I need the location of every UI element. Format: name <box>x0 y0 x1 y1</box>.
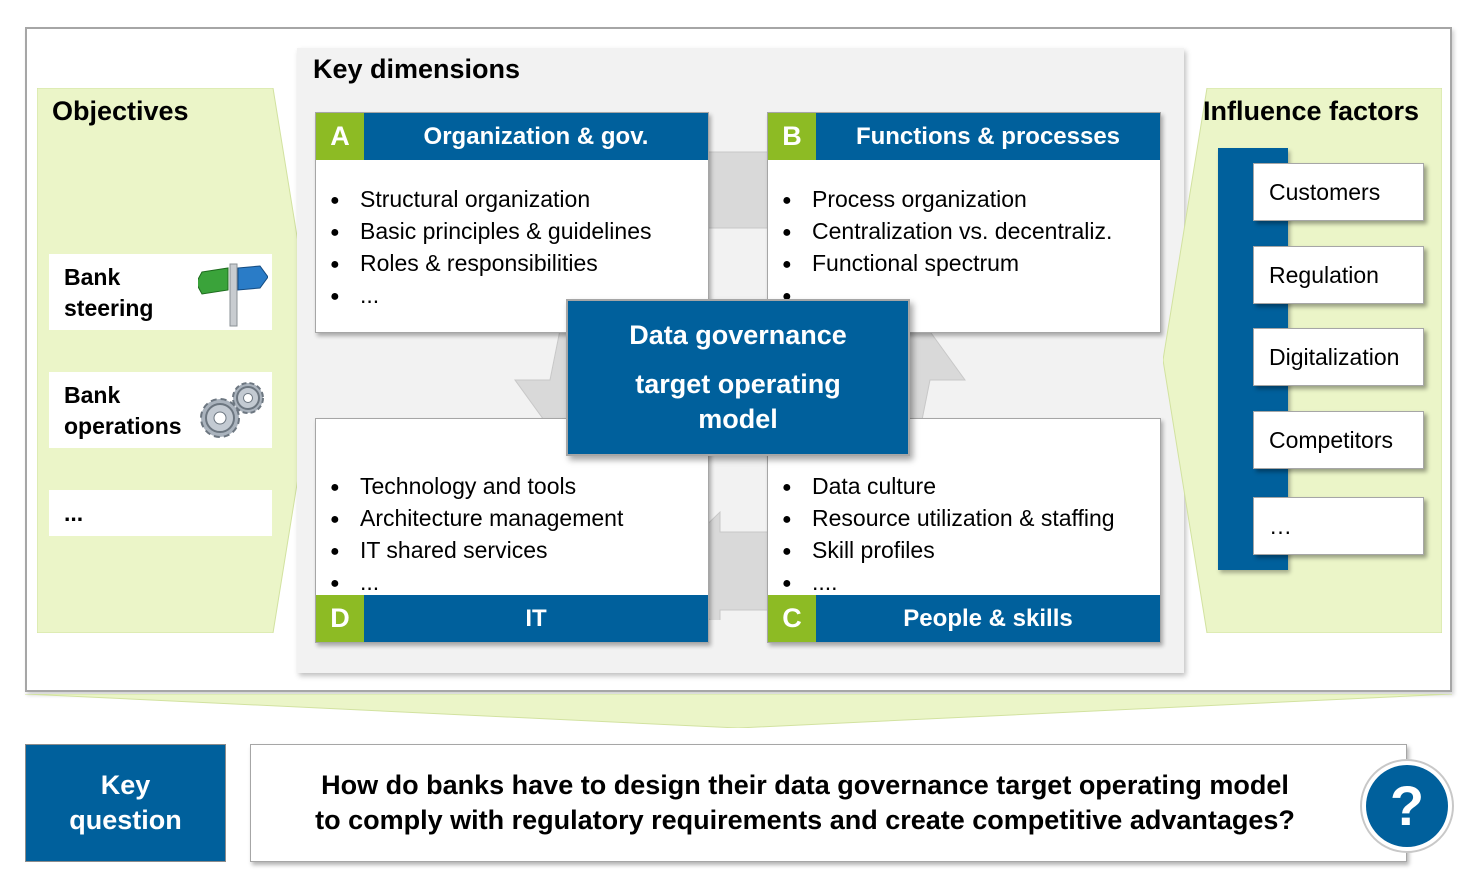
dimension-a-name: Organization & gov. <box>423 123 649 150</box>
key-question-label-line: question <box>69 805 182 835</box>
dimension-b-list: ●Process organization ●Centralization vs… <box>782 184 1112 312</box>
gears-icon <box>200 382 264 438</box>
influence-item-regulation: Regulation <box>1253 246 1424 304</box>
list-item: ●Architecture management <box>330 505 624 531</box>
dimension-c-list: ●Data culture ●Resource utilization & st… <box>782 471 1115 599</box>
objective-line: operations <box>64 413 182 439</box>
center-box: Data governance target operating model <box>566 299 910 456</box>
objective-bank-steering: Bank steering <box>49 254 272 330</box>
objective-line: Bank <box>64 382 121 408</box>
dimension-d-name: IT <box>525 605 547 632</box>
list-item: ●Centralization vs. decentraliz. <box>782 218 1113 244</box>
dimension-b-box: B Functions & processes ●Process organiz… <box>767 112 1161 333</box>
dimension-d-list: ●Technology and tools ●Architecture mana… <box>330 471 623 599</box>
objective-more: ... <box>49 490 272 536</box>
list-item: ●IT shared services <box>330 537 548 563</box>
question-line-2: to comply with regulatory requirements a… <box>315 805 1295 835</box>
dimension-c-letter: C <box>768 595 816 642</box>
objective-line: steering <box>64 295 154 321</box>
dimension-b-letter: B <box>768 113 816 160</box>
dimension-a-letter: A <box>316 113 364 160</box>
list-item: ●Resource utilization & staffing <box>782 505 1115 531</box>
influence-item-digitalization: Digitalization <box>1253 328 1424 386</box>
objective-line: Bank <box>64 264 121 290</box>
center-line-3: model <box>698 404 778 434</box>
chevron-down-shape <box>25 694 1452 728</box>
list-item: ●Data culture <box>782 473 937 499</box>
dimension-c-header: C People & skills <box>768 595 1160 642</box>
list-item: ●... <box>330 282 380 308</box>
dimension-a-box: A Organization & gov. ●Structural organi… <box>315 112 709 333</box>
dimension-c-box: ●Data culture ●Resource utilization & st… <box>767 418 1161 643</box>
objectives-title: Objectives <box>52 96 189 126</box>
svg-text:?: ? <box>1390 774 1424 837</box>
list-item: ●.... <box>782 569 838 595</box>
dimension-a-list: ●Structural organization ●Basic principl… <box>330 184 652 312</box>
key-question-label: Key question <box>25 744 226 862</box>
signpost-icon <box>198 263 268 327</box>
dimension-c-name: People & skills <box>903 605 1073 632</box>
dimension-d-header: D IT <box>316 595 708 642</box>
list-item: ●Process organization <box>782 186 1027 212</box>
objective-bank-operations: Bank operations <box>49 372 272 448</box>
objectives-panel <box>37 88 317 633</box>
key-question-label-line: Key <box>100 770 151 800</box>
question-mark-icon: ? <box>1360 759 1454 853</box>
list-item: ●... <box>330 569 380 595</box>
dimension-b-header: B Functions & processes <box>768 113 1160 160</box>
influence-item-competitors: Competitors <box>1253 411 1424 469</box>
dimension-d-box: ●Technology and tools ●Architecture mana… <box>315 418 709 643</box>
question-line-1: How do banks have to design their data g… <box>321 770 1289 800</box>
list-item: ●Technology and tools <box>330 473 577 499</box>
list-item: ●Basic principles & guidelines <box>330 218 652 244</box>
key-dimensions-title: Key dimensions <box>313 54 521 84</box>
influence-factors-title: Influence factors <box>1203 96 1420 126</box>
list-item: ●Roles & responsibilities <box>330 250 598 276</box>
list-item: ●Structural organization <box>330 186 591 212</box>
dimension-d-letter: D <box>316 595 364 642</box>
center-line-2: target operating <box>635 369 841 399</box>
center-line-1: Data governance <box>629 320 847 350</box>
dimension-b-name: Functions & processes <box>855 123 1121 150</box>
influence-item-customers: Customers <box>1253 163 1424 221</box>
dimension-a-header: A Organization & gov. <box>316 113 708 160</box>
question-box <box>250 744 1407 862</box>
influence-item-more: … <box>1253 497 1424 555</box>
list-item: ●Functional spectrum <box>782 250 1020 276</box>
objective-line: ... <box>64 500 84 526</box>
list-item: ●Skill profiles <box>782 537 935 563</box>
